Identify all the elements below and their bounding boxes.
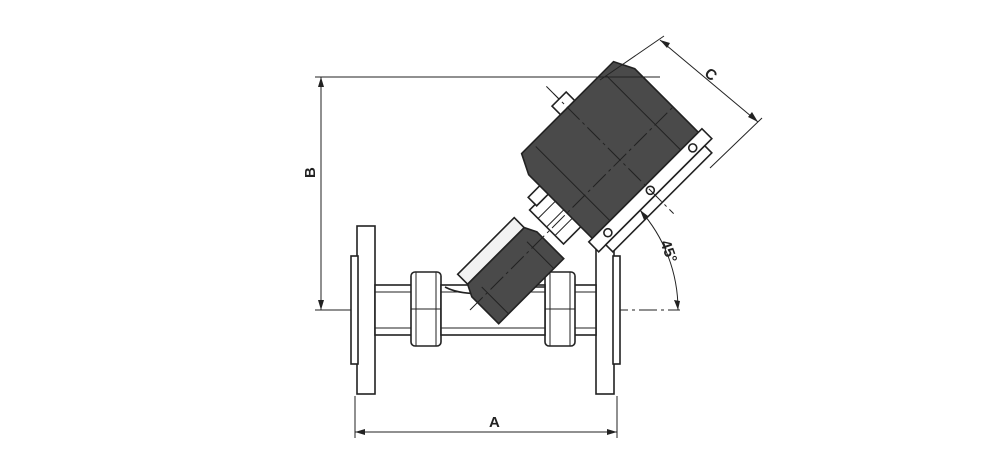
dimension-b <box>315 76 660 311</box>
valve-axis-line <box>469 104 676 311</box>
dimension-a-label: A <box>489 414 500 431</box>
actuator <box>520 60 713 253</box>
dimension-a <box>354 396 618 438</box>
right-pipe <box>571 284 597 336</box>
angle-indicator <box>639 209 680 311</box>
right-union-nut <box>544 271 576 347</box>
left-pipe <box>374 284 414 336</box>
angle-label: 45° <box>657 238 681 265</box>
left-flange <box>350 225 376 395</box>
dimension-c <box>599 35 763 169</box>
dimension-b-label: B <box>302 167 319 178</box>
bonnet <box>456 216 565 325</box>
left-union-nut <box>410 271 442 347</box>
dimension-c-label: C <box>701 65 720 85</box>
